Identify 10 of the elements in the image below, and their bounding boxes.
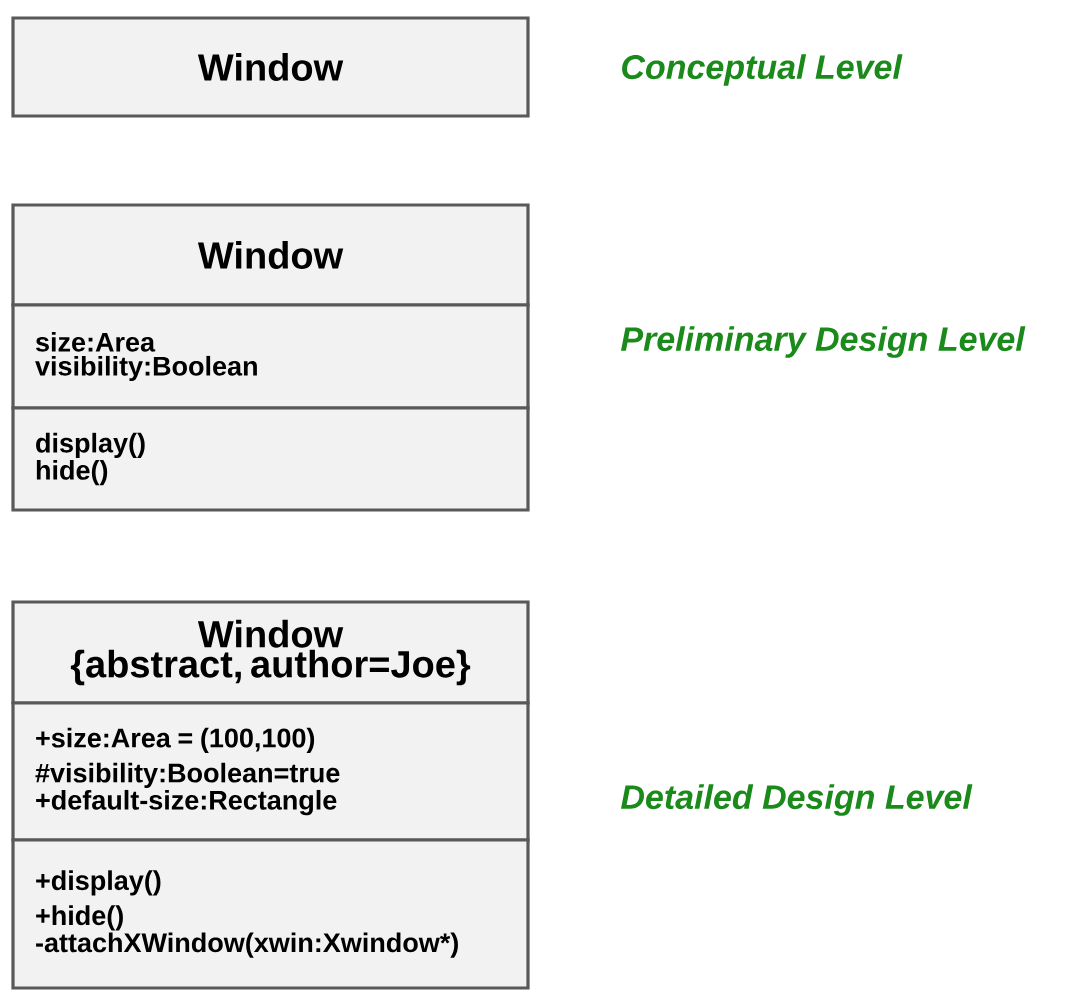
level-label: Preliminary Design Level	[621, 326, 1026, 358]
class-compartment: +display() +hide() -attachXWindow(xwin:Xwindow*)	[11, 838, 530, 990]
class-name-compartment: Window {abstract, author=Joe}	[11, 600, 530, 705]
class-name-compartment: Window	[11, 203, 530, 307]
class-name-compartment: Window	[11, 16, 530, 118]
level-label: Detailed Design Level	[621, 784, 973, 816]
level-label: Conceptual Level	[622, 54, 903, 86]
class-compartment: size:Area visibility:Boolean	[11, 303, 530, 410]
class-compartment: display() hide()	[11, 406, 530, 512]
class-compartment: +size:Area = (100,100) #visibility:Boolean=true +default-size:Rectangle	[11, 701, 530, 842]
